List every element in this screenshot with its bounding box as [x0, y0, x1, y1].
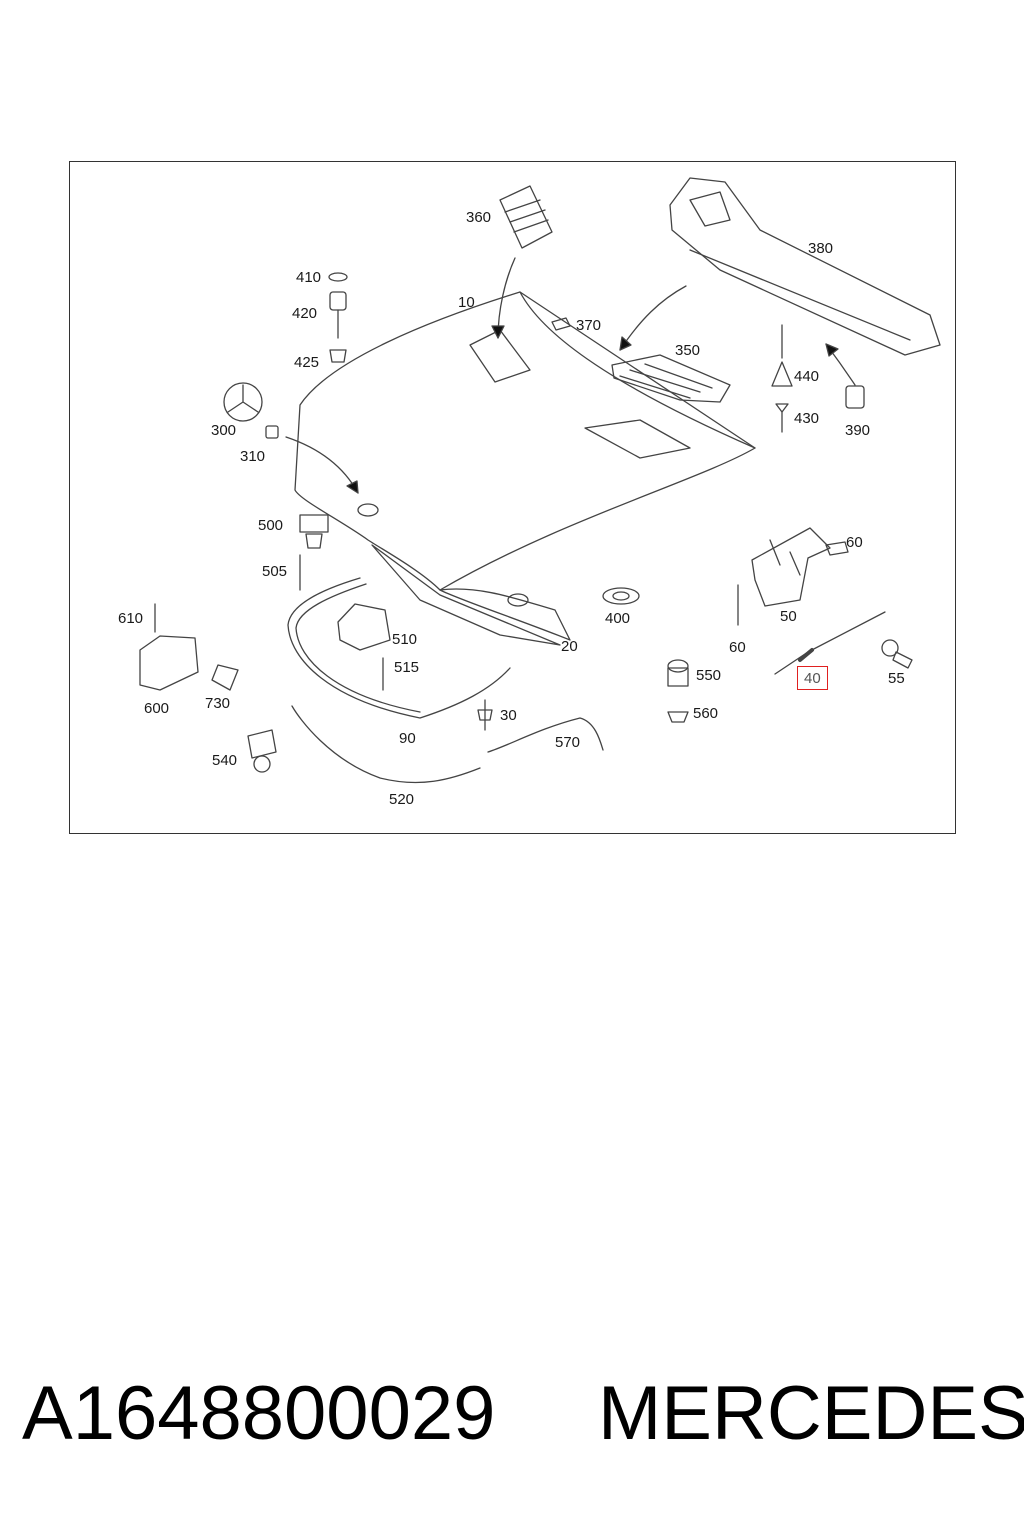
callout-560: 560: [693, 705, 719, 722]
callout-520: 520: [389, 791, 415, 808]
latch-600-drawing: [139, 635, 199, 691]
callout-350: 350: [675, 342, 701, 359]
callout-730: 730: [205, 695, 231, 712]
release-cable-520-drawing: [291, 705, 481, 784]
brand-caption: MERCEDES: [598, 1371, 1024, 1456]
callout-540: 540: [212, 752, 238, 769]
hood-panel-drawing: [294, 291, 756, 591]
seal-frame-380-drawing: [669, 177, 941, 356]
callout-400: 400: [605, 610, 631, 627]
callout-360: 360: [466, 209, 492, 226]
callout-55: 55: [888, 670, 905, 687]
callout-60-lower: 60: [729, 639, 746, 656]
callout-600: 600: [144, 700, 170, 717]
seal-strip-90-drawing: [287, 577, 511, 719]
release-cable-570-drawing: [487, 717, 604, 753]
callout-430: 430: [794, 410, 820, 427]
callout-425: 425: [294, 354, 320, 371]
callout-310: 310: [240, 448, 266, 465]
parts-diagram-frame: [69, 161, 956, 834]
hinge-50-drawing: [751, 527, 831, 607]
callout-440: 440: [794, 368, 820, 385]
callout-300: 300: [211, 422, 237, 439]
callout-550: 550: [696, 667, 722, 684]
callout-40-highlighted: 40: [797, 666, 828, 690]
callout-60-upper: 60: [846, 534, 863, 551]
callout-515: 515: [394, 659, 420, 676]
callout-50: 50: [780, 608, 797, 625]
vent-grille-350-drawing: [611, 354, 731, 403]
callout-20: 20: [561, 638, 578, 655]
callout-390: 390: [845, 422, 871, 439]
callout-410: 410: [296, 269, 322, 286]
callout-370: 370: [576, 317, 602, 334]
callout-90: 90: [399, 730, 416, 747]
callout-10: 10: [458, 294, 475, 311]
callout-510: 510: [392, 631, 418, 648]
callout-570: 570: [555, 734, 581, 751]
callout-380: 380: [808, 240, 834, 257]
part-number-caption: A1648800029: [22, 1371, 496, 1456]
callout-610: 610: [118, 610, 144, 627]
callout-30: 30: [500, 707, 517, 724]
star-emblem-300-drawing: [223, 382, 263, 422]
callout-500: 500: [258, 517, 284, 534]
callout-505: 505: [262, 563, 288, 580]
callout-420: 420: [292, 305, 318, 322]
